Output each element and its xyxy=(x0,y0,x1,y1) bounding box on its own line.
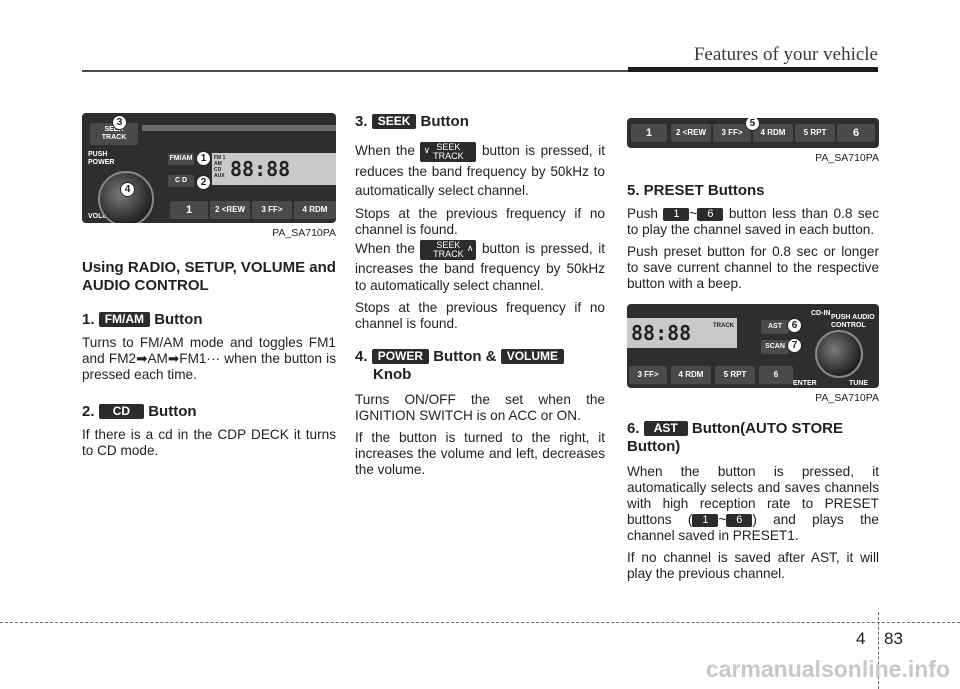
preset-4: 4 RDM xyxy=(294,201,336,219)
volume-knob xyxy=(98,171,154,223)
page-number: 83 xyxy=(884,629,903,648)
fm-am-badge: FM/AM xyxy=(98,312,151,327)
preset-5: 5 RPT xyxy=(795,124,835,142)
section-2-heading: 2. CD Button xyxy=(82,403,336,421)
callout-3: 3 xyxy=(112,115,127,130)
power-text: Turns ON/OFF the set when the IGNITION S… xyxy=(355,392,605,423)
figure-radio-panel-1: PUSH POWER VOLUME SEEK TRACK FM/AM C D 8… xyxy=(82,113,336,223)
seek-up-text: When the SEEK∧TRACK button is pressed, i… xyxy=(355,240,606,293)
column-3: 1 2 <REW 3 FF> 4 RDM 5 RPT 6 5 PA_SA710P… xyxy=(627,118,879,582)
figure-caption-1: PA_SA710PA xyxy=(272,227,336,239)
section-2-text: If there is a cd in the CDP DECK it turn… xyxy=(82,427,336,458)
preset-3: 3 FF> xyxy=(252,201,292,219)
ast-fallback-text: If no channel is saved after AST, it wil… xyxy=(627,550,879,581)
callout-1: 1 xyxy=(196,151,211,166)
ast-button: AST xyxy=(761,320,789,334)
section-1-heading: 1. FM/AM Button xyxy=(82,311,336,329)
volume-text: If the button is turned to the right, it… xyxy=(355,430,605,477)
section-4-word: Knob xyxy=(373,366,412,383)
header-rule xyxy=(82,70,878,72)
preset-4: 4 RDM xyxy=(671,366,711,384)
preset-1-badge-2: 1 xyxy=(692,514,719,527)
header-title: Features of your vehicle xyxy=(693,44,878,65)
cd-badge: CD xyxy=(98,404,145,419)
lcd-display: 88:88 xyxy=(212,153,336,185)
callout-2: 2 xyxy=(196,175,211,190)
seek-badge: SEEK xyxy=(371,114,417,129)
section-3-heading: 3. SEEK Button xyxy=(355,113,605,131)
section-6-word: Button(AUTO STORE Button) xyxy=(627,420,843,455)
watermark: carmanualsonline.info xyxy=(705,656,950,682)
section-4-number: 4. xyxy=(355,348,368,365)
track-label: TRACK xyxy=(713,323,734,329)
seek-up-stop-text: Stops at the previous frequency if no ch… xyxy=(355,300,605,331)
push-power-label: PUSH POWER xyxy=(88,151,115,166)
section-heading: Using RADIO, SETUP, VOLUME and AUDIO CON… xyxy=(82,259,336,294)
push-audio-label: PUSH AUDIO CONTROL xyxy=(831,314,875,329)
scan-button: SCAN xyxy=(761,340,789,354)
chapter-number: 4 xyxy=(856,629,866,648)
column-1: PUSH POWER VOLUME SEEK TRACK FM/AM C D 8… xyxy=(82,113,336,459)
preset-6: 6 xyxy=(759,366,793,384)
preset-2: 2 <REW xyxy=(671,124,711,142)
callout-6: 6 xyxy=(787,318,802,333)
section-4-mid: Button & xyxy=(433,348,497,365)
band-list: FM 1 AM CD AUX xyxy=(214,155,226,179)
section-6-number: 6. xyxy=(627,420,640,437)
seek-track-up-icon: SEEK∧TRACK xyxy=(420,240,477,260)
callout-7: 7 xyxy=(787,338,802,353)
figure-caption-3: PA_SA710PA xyxy=(815,392,879,404)
preset-3: 3 FF> xyxy=(713,124,751,142)
fm-am-button: FM/AM xyxy=(168,153,194,165)
preset-6-badge-2: 6 xyxy=(726,514,753,527)
preset-3: 3 FF> xyxy=(629,366,667,384)
header-rule-accent xyxy=(628,67,878,72)
figure-radio-panel-3: 88:88 TRACK CD-IN PUSH AUDIO CONTROL AST… xyxy=(627,304,879,388)
lcd-display-3: 88:88 xyxy=(627,318,737,348)
enter-label: ENTER xyxy=(793,380,817,387)
tune-knob xyxy=(815,330,863,378)
preset-4: 4 RDM xyxy=(753,124,793,142)
cd-button: C D xyxy=(168,175,194,187)
callout-5: 5 xyxy=(745,118,760,131)
volume-badge: VOLUME xyxy=(500,349,565,364)
seek-track-button: SEEK TRACK xyxy=(90,123,138,145)
cd-in-label: CD-IN xyxy=(811,310,831,317)
footer-vertical-rule xyxy=(878,612,879,689)
figure-radio-panel-2: 1 2 <REW 3 FF> 4 RDM 5 RPT 6 5 xyxy=(627,118,879,148)
section-3-word: Button xyxy=(420,113,469,130)
preset-6: 6 xyxy=(837,124,875,142)
footer-rule xyxy=(0,622,960,623)
preset-5: 5 RPT xyxy=(715,366,755,384)
section-2-word: Button xyxy=(148,403,197,420)
preset-6-badge: 6 xyxy=(697,208,724,221)
section-4-heading: 4. POWER Button & VOLUME Knob xyxy=(355,348,605,384)
tune-label: TUNE xyxy=(849,380,869,387)
section-1-text: Turns to FM/AM mode and toggles FM1 and … xyxy=(82,335,336,382)
ast-badge: AST xyxy=(643,421,688,436)
preset-1-badge: 1 xyxy=(663,208,690,221)
section-3-number: 3. xyxy=(355,113,368,130)
section-2-number: 2. xyxy=(82,403,95,420)
preset-1: 1 xyxy=(631,124,667,142)
power-badge: POWER xyxy=(371,349,430,364)
section-6-heading: 6. AST Button(AUTO STORE Button) xyxy=(627,420,879,456)
preset-short-press-text: Push 1~6 button less than 0.8 sec to pla… xyxy=(627,206,880,237)
section-1-word: Button xyxy=(154,311,203,328)
section-5-heading: 5. PRESET Buttons xyxy=(627,182,765,199)
section-1-number: 1. xyxy=(82,311,95,328)
preset-2: 2 <REW xyxy=(210,201,250,219)
preset-long-press-text: Push preset button for 0.8 sec or longer… xyxy=(627,244,879,291)
ast-text: When the button is pressed, it automatic… xyxy=(627,464,879,543)
callout-4: 4 xyxy=(120,182,135,197)
preset-1: 1 xyxy=(170,201,208,219)
figure-caption-2: PA_SA710PA xyxy=(815,152,879,164)
volume-label: VOLUME xyxy=(88,213,118,220)
seek-down-stop-text: Stops at the previous frequency if no ch… xyxy=(355,206,605,237)
